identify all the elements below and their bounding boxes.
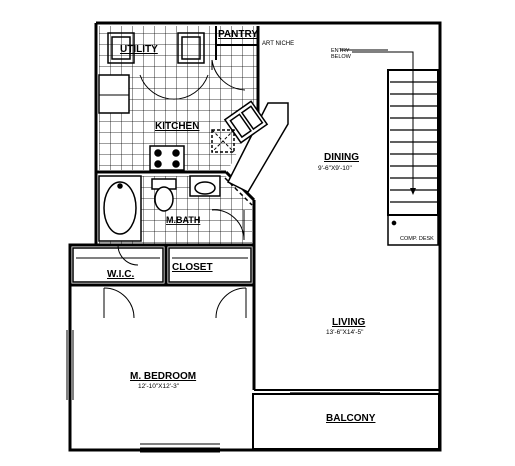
label-art-niche: ART NICHE [262, 41, 294, 47]
washer-dryer [107, 32, 209, 100]
label-master-bath: M.BATH [166, 215, 200, 225]
label-balcony: BALCONY [326, 413, 376, 424]
kitchen-island-sink [211, 100, 289, 193]
label-entry: ENTRY [331, 48, 350, 54]
bath-fixtures [98, 175, 253, 242]
label-living: LIVING [332, 317, 366, 328]
label-comp-desk: COMP. DESK [400, 236, 434, 242]
closets [72, 244, 252, 319]
label-closet: CLOSET [172, 262, 213, 273]
kitchen-tile-floor [99, 26, 258, 170]
windows [66, 330, 220, 453]
label-entry-below: BELOW [331, 54, 352, 60]
kitchen-fixtures [98, 59, 246, 171]
label-dining: DINING [324, 152, 359, 163]
label-pantry: PANTRY [218, 29, 258, 40]
label-living-dimensions: 13'-6"X14'-5" [326, 329, 364, 336]
label-walk-in-closet: W.I.C. [107, 269, 134, 280]
label-utility: UTILITY [120, 44, 158, 55]
label-master-bedroom-dimensions: 12'-10"X12'-3" [138, 383, 180, 390]
label-master-bedroom: M. BEDROOM [130, 371, 196, 382]
stairs [340, 49, 439, 216]
comp-desk [387, 214, 439, 246]
interior-walls [70, 26, 440, 391]
label-dining-dimensions: 9'-6"X9'-10" [318, 165, 353, 172]
label-kitchen: KITCHEN [155, 121, 199, 132]
